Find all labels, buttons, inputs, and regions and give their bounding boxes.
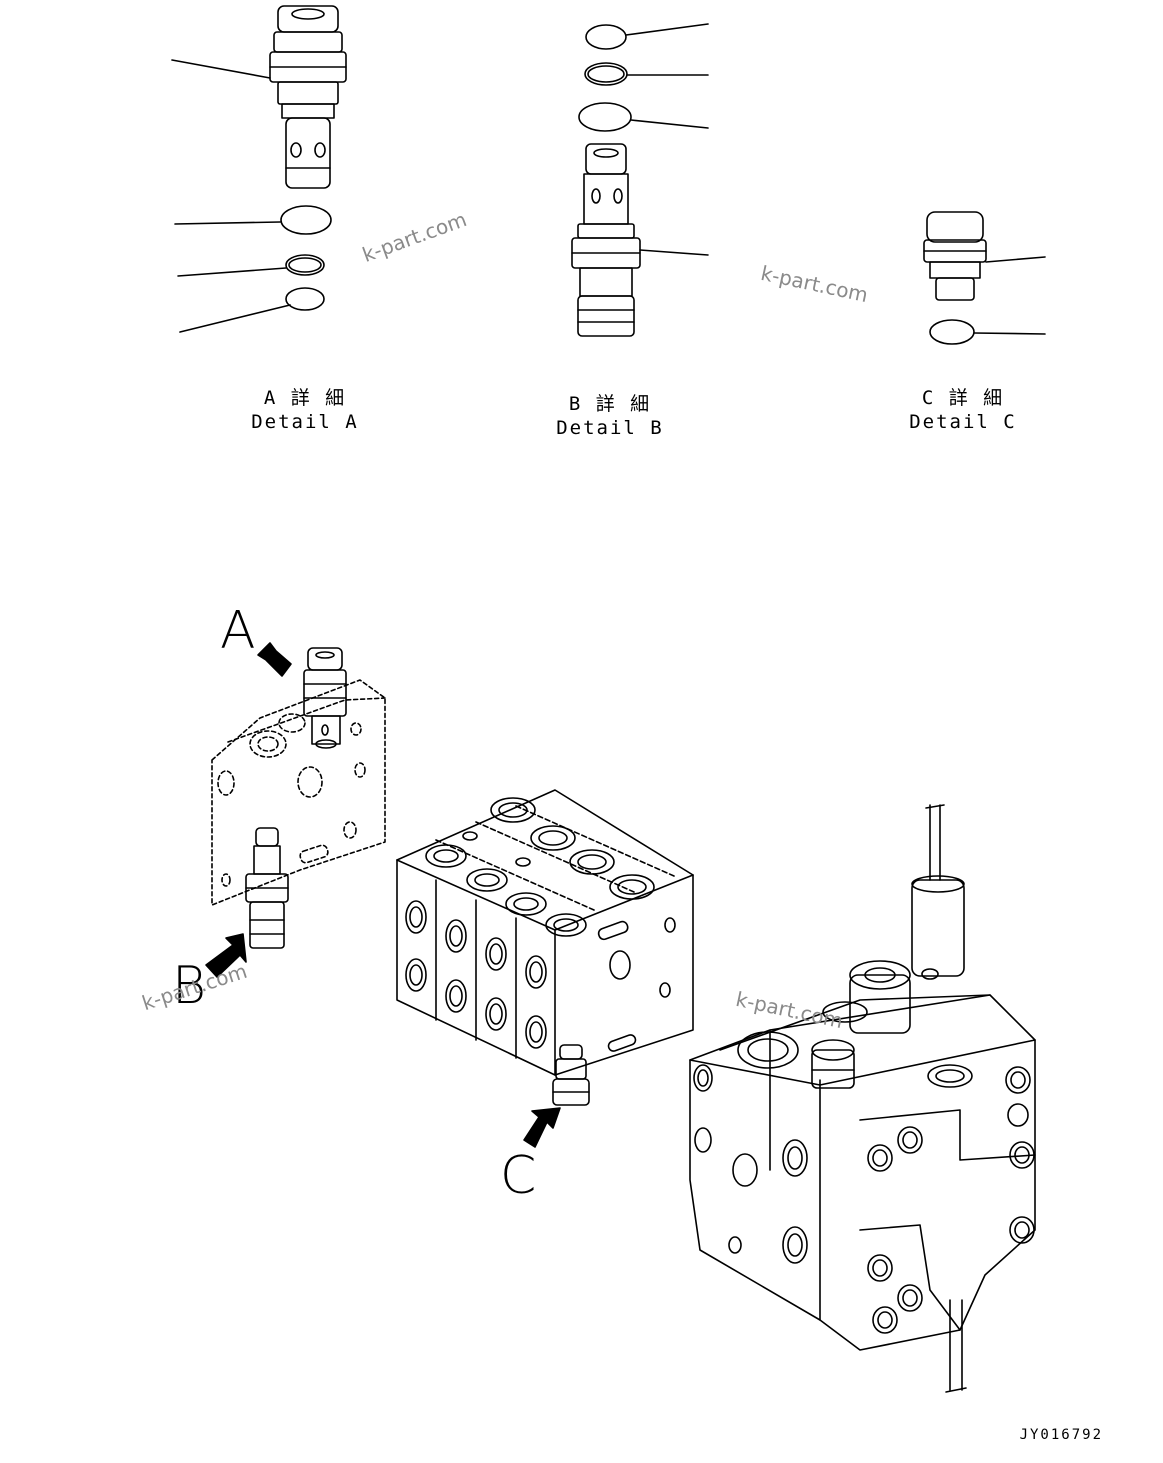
center-valve-block [396,789,694,1106]
detail-b-valve [571,143,641,337]
callout-c: C [500,1146,537,1206]
detail-b-orings [578,24,632,132]
detail-b-leaders [625,23,709,256]
detail-c-label: C 詳 細 Detail C [888,386,1038,434]
detail-a-label: A 詳 細 Detail A [230,386,380,434]
arrow-a [257,642,292,677]
detail-a-orings [280,205,332,311]
detail-a-valve [269,5,347,189]
arrow-b [205,933,247,978]
detail-b-label: B 詳 細 Detail B [535,392,685,440]
detail-b-en: Detail B [556,417,664,439]
callout-b: B [172,956,207,1016]
arrow-c [523,1107,561,1148]
detail-b-jp: B 詳 細 [568,393,652,415]
detail-c-en: Detail C [909,411,1017,433]
detail-c-plug [923,211,987,345]
left-valve-block [211,679,386,906]
detail-a-jp: A 詳 細 [263,387,347,409]
detail-c-jp: C 詳 細 [921,387,1005,409]
drawing-code: JY016792 [1019,1427,1103,1443]
left-block-valve-b [245,827,289,949]
callout-a: A [220,601,256,661]
right-valve-assembly [689,804,1036,1393]
left-block-valve-a [303,647,347,749]
detail-c-leaders [973,256,1046,335]
detail-a-leaders [171,59,291,333]
detail-a-en: Detail A [251,411,359,433]
